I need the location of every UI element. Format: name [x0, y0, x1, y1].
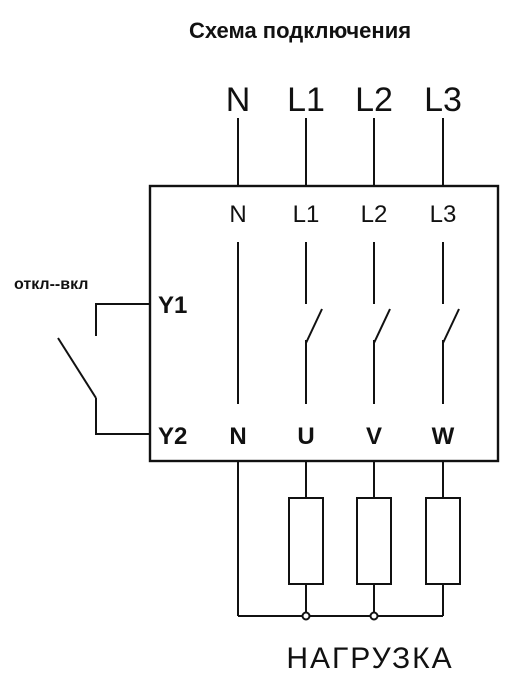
supply-label-l1: L1 [287, 81, 325, 119]
control-switch-caption: откл--вкл [14, 276, 88, 293]
inner-top-label-n: N [229, 201, 246, 228]
device-box [148, 184, 500, 463]
terminal-y1-label: Y1 [158, 292, 187, 319]
load-label: НАГРУЗКА [286, 642, 453, 675]
supply-label-l2: L2 [355, 81, 393, 119]
terminal-y2-label: Y2 [158, 423, 187, 450]
inner-top-label-l1: L1 [293, 201, 320, 228]
contact-l2-v [373, 242, 391, 404]
inner-bottom-label-n: N [229, 423, 246, 450]
junction-dot [369, 611, 379, 621]
diagram-title: Схема подключения [189, 18, 411, 43]
supply-label-n: N [226, 81, 251, 119]
inner-top-label-l2: L2 [361, 201, 388, 228]
contact-l3-w [442, 242, 460, 404]
inner-bottom-label-v: V [366, 423, 382, 450]
load-branch-v [356, 461, 392, 616]
inner-top-label-l3: L3 [430, 201, 457, 228]
load-branch-w [425, 461, 461, 616]
inner-bottom-label-u: U [297, 423, 314, 450]
inner-bottom-label-w: W [432, 423, 455, 450]
junction-dot [301, 611, 311, 621]
contact-l1-u [305, 242, 323, 404]
load-branch-u [288, 461, 324, 616]
supply-label-l3: L3 [424, 81, 462, 119]
control-switch [57, 303, 150, 435]
